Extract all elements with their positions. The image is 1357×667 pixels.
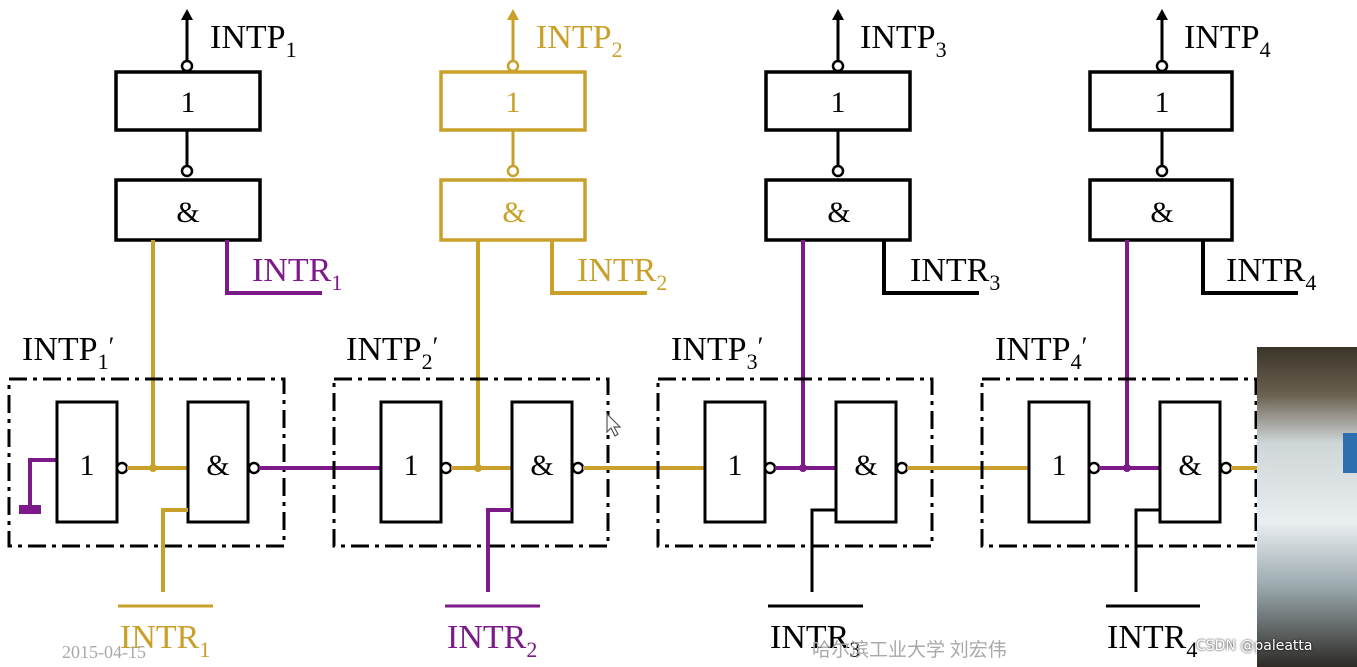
or-gate-label: 1 [181,86,196,119]
video-thumbnail [1257,347,1357,667]
chain-block-2 [332,377,610,548]
chain-and-gate-label: & [530,449,553,482]
output-label-1: INTP1 [210,19,297,62]
chain-or-gate-label: 1 [1052,449,1067,482]
chain-or-gate-2 [379,400,443,524]
chain-or-gate-label: 1 [728,449,743,482]
request-label-1: INTR1 [252,252,342,295]
chain-and-gate-4 [1158,400,1222,524]
priority-unit-2: INTP2 1 & INTR2 INTP2′ 1 & INTR2 [332,9,667,662]
chain-or-gate-4 [1027,400,1091,524]
and-gate-label: & [502,196,525,229]
chain-label-1: INTP1′ [22,331,114,374]
chain-and-gate-2 [510,400,574,524]
chain-or-gate-label: 1 [80,449,95,482]
chain-or-gate-label: 1 [404,449,419,482]
chain-and-gate-label: & [854,449,877,482]
chain-block-1 [7,377,286,548]
and-gate-label: & [176,196,199,229]
footer-date: 2015-04-15 [62,642,146,662]
priority-unit-4: INTP4 1 & INTR4 INTP4′ 1 & INTR4 [980,9,1316,662]
chain-and-gate-3 [834,400,898,524]
output-arrow-icon [1156,9,1168,20]
mask-label-3: INTR3 [770,619,860,662]
chain-or-gate-3 [703,400,767,524]
output-label-4: INTP4 [1184,19,1271,62]
chain-and-gate-label: & [1178,449,1201,482]
and-gate-top-1 [114,178,262,242]
and-gate-top-4 [1088,178,1234,242]
chain-label-4: INTP4′ [995,331,1087,374]
output-arrow-icon [507,9,519,20]
chain-block-3 [656,377,934,548]
chain-or-gate-1 [55,400,119,524]
and-gate-label: & [1150,196,1173,229]
mask-label-4: INTR4 [1107,619,1197,662]
chain-label-3: INTP3′ [671,331,763,374]
ground-icon [19,505,41,514]
mouse-cursor-icon [606,412,622,437]
chain-label-2: INTP2′ [346,331,438,374]
priority-unit-3: INTP3 1 & INTR3 INTP3′ 1 & INTR3 [656,9,1000,662]
chain-block-4 [980,377,1258,548]
priority-unit-1: INTP1 1 & INTR1 INTP1′ 1 & INTR1 [7,9,342,662]
and-gate-label: & [827,196,850,229]
request-label-3: INTR3 [910,252,1000,295]
output-arrow-icon [832,9,844,20]
footer-author: 哈尔滨工业大学 刘宏伟 [812,639,1007,661]
chain-and-gate-1 [186,400,250,524]
or-gate-label: 1 [506,86,521,119]
csdn-watermark: CSDN @paleatta [1196,638,1313,654]
request-label-2: INTR2 [577,252,667,295]
output-arrow-icon [181,9,193,20]
mask-label-1: INTR1 [120,619,210,662]
output-label-2: INTP2 [536,19,623,62]
output-label-3: INTP3 [860,19,947,62]
mask-label-2: INTR2 [447,619,537,662]
or-gate-label: 1 [1155,86,1170,119]
or-gate-label: 1 [831,86,846,119]
request-label-4: INTR4 [1226,252,1316,295]
and-gate-top-2 [439,178,587,242]
and-gate-top-3 [764,178,912,242]
chain-and-gate-label: & [206,449,229,482]
